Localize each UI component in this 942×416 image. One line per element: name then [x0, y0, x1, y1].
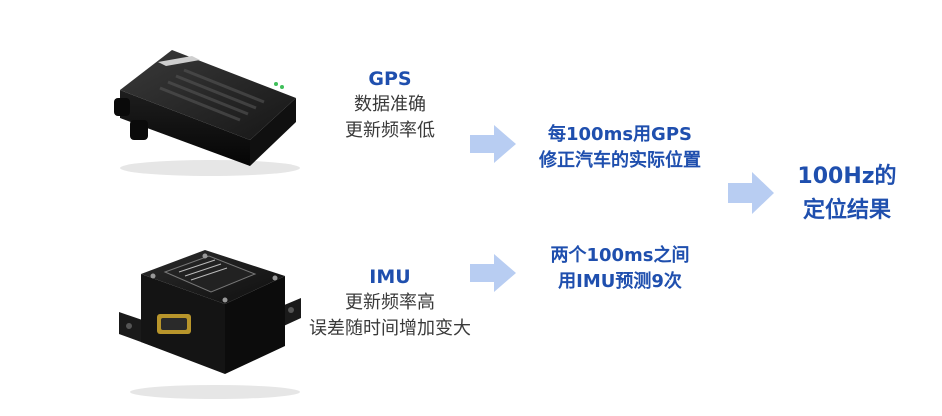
- imu-device-image: [105, 242, 305, 402]
- imu-line-1: 更新频率高: [345, 292, 435, 313]
- arrow-right-icon: [728, 172, 774, 214]
- gps-description: GPS 数据准确 更新频率低: [325, 66, 455, 144]
- gps-line-1: 数据准确: [354, 94, 426, 115]
- gps-step-line-1: 每100ms用GPS: [548, 124, 692, 145]
- result-text: 100Hz的 定位结果: [782, 160, 912, 228]
- gps-title: GPS: [368, 68, 412, 90]
- result-line-2: 定位结果: [802, 198, 891, 223]
- arrow-right-icon: [470, 125, 516, 163]
- imu-step-text: 两个100ms之间 用IMU预测9次: [520, 243, 720, 295]
- gps-step-text: 每100ms用GPS 修正汽车的实际位置: [515, 122, 725, 174]
- gps-line-2: 更新频率低: [345, 120, 435, 141]
- imu-title: IMU: [369, 266, 411, 288]
- imu-line-2: 误差随时间增加变大: [309, 318, 471, 339]
- imu-step-line-2: 用IMU预测9次: [558, 271, 682, 292]
- gps-step-line-2: 修正汽车的实际位置: [539, 150, 701, 171]
- result-line-1: 100Hz的: [797, 164, 897, 189]
- arrow-right-icon: [470, 254, 516, 292]
- gps-device-image: [100, 28, 305, 178]
- imu-description: IMU 更新频率高 误差随时间增加变大: [290, 264, 490, 342]
- imu-step-line-1: 两个100ms之间: [550, 245, 690, 266]
